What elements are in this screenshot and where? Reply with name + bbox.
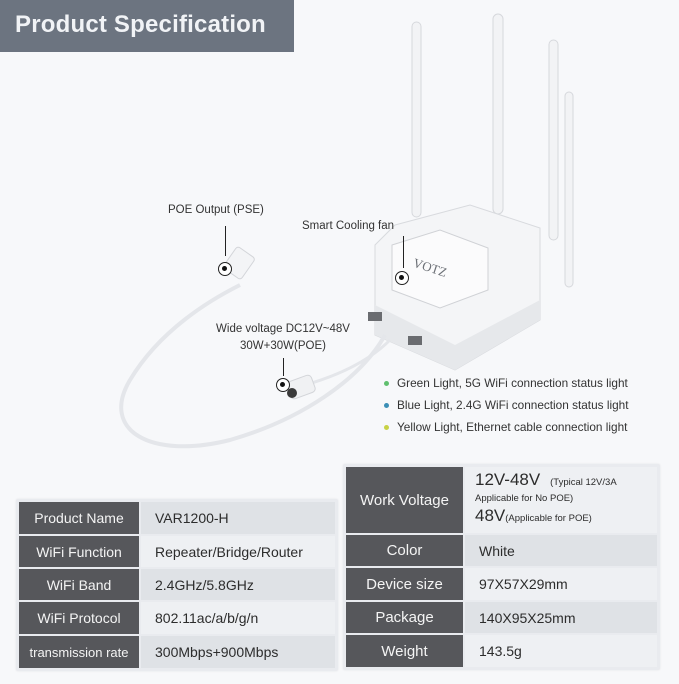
spec-value: Repeater/Bridge/Router [141, 536, 335, 567]
legend-item-yellow: Yellow Light, Ethernet cable connection … [384, 416, 628, 438]
spec-row-weight: Weight 143.5g [346, 635, 657, 667]
spec-row-wifi-band: WiFi Band 2.4GHz/5.8GHz [19, 569, 335, 600]
spec-table-right: Work Voltage 12V-48V (Typical 12V/3A App… [343, 464, 660, 670]
voltage-range: 12V-48V [475, 469, 541, 489]
spec-value: 2.4GHz/5.8GHz [141, 569, 335, 600]
legend-item-green: Green Light, 5G WiFi connection status l… [384, 372, 628, 394]
wide-voltage-callout: Wide voltage DC12V~48V 30W+30W(POE) [208, 321, 358, 355]
spec-table-left: Product Name VAR1200-H WiFi Function Rep… [16, 499, 338, 671]
green-dot-icon [384, 380, 389, 386]
spec-row-package: Package 140X95X25mm [346, 602, 657, 633]
spec-label: Package [346, 602, 463, 633]
spec-label: WiFi Band [19, 569, 139, 600]
voltage-note: (Typical 12V/3A [550, 476, 617, 488]
spec-label: WiFi Protocol [19, 602, 139, 634]
leader-line [225, 226, 226, 256]
indicator-light-legend: Green Light, 5G WiFi connection status l… [384, 372, 628, 438]
spec-row-transmission-rate: transmission rate 300Mbps+900Mbps [19, 636, 335, 668]
legend-label: Green Light, 5G WiFi connection status l… [397, 376, 628, 390]
spec-label: Product Name [19, 502, 139, 534]
legend-label: Blue Light, 2.4G WiFi connection status … [397, 398, 629, 412]
voltage-note: Applicable for No POE) [475, 492, 574, 504]
page-title: Product Specification [15, 11, 266, 38]
spec-label: Device size [346, 568, 463, 600]
page-title-banner: Product Specification [0, 0, 294, 52]
spec-row-work-voltage: Work Voltage 12V-48V (Typical 12V/3A App… [346, 467, 657, 533]
wide-voltage-line-2: 30W+30W(POE) [240, 340, 326, 352]
callout-marker-icon [218, 262, 232, 276]
spec-value: 140X95X25mm [465, 602, 657, 633]
spec-value: 97X57X29mm [465, 568, 657, 600]
spec-label: Color [346, 535, 463, 566]
spec-row-device-size: Device size 97X57X29mm [346, 568, 657, 600]
spec-label: transmission rate [19, 636, 139, 668]
poe-voltage-note: (Applicable for POE) [505, 512, 592, 524]
spec-value: 143.5g [465, 635, 657, 667]
work-voltage-value: 12V-48V (Typical 12V/3A Applicable for N… [465, 467, 657, 533]
spec-label: Weight [346, 635, 463, 667]
spec-value: VAR1200-H [141, 502, 335, 534]
poe-voltage: 48V [475, 505, 506, 525]
spec-value: 802.11ac/a/b/g/n [141, 602, 335, 634]
antenna-icon [411, 13, 574, 288]
callout-marker-icon [395, 271, 409, 285]
blue-dot-icon [384, 402, 389, 408]
spec-row-wifi-function: WiFi Function Repeater/Bridge/Router [19, 536, 335, 567]
cooling-fan-callout: Smart Cooling fan [302, 220, 395, 232]
spec-row-color: Color White [346, 535, 657, 566]
leader-line [283, 358, 284, 376]
leader-line [403, 236, 404, 268]
legend-label: Yellow Light, Ethernet cable connection … [397, 420, 628, 434]
wide-voltage-line-1: Wide voltage DC12V~48V [216, 323, 350, 335]
spec-row-product-name: Product Name VAR1200-H [19, 502, 335, 534]
legend-item-blue: Blue Light, 2.4G WiFi connection status … [384, 394, 628, 416]
router-product-image: VOTZ [119, 13, 574, 449]
callout-marker-icon [276, 378, 290, 392]
spec-value: White [465, 535, 657, 566]
poe-output-callout: POE Output (PSE) [168, 204, 264, 216]
spec-label: WiFi Function [19, 536, 139, 567]
spec-label: Work Voltage [346, 467, 463, 533]
yellow-dot-icon [384, 424, 389, 430]
spec-row-wifi-protocol: WiFi Protocol 802.11ac/a/b/g/n [19, 602, 335, 634]
spec-value: 300Mbps+900Mbps [141, 636, 335, 668]
